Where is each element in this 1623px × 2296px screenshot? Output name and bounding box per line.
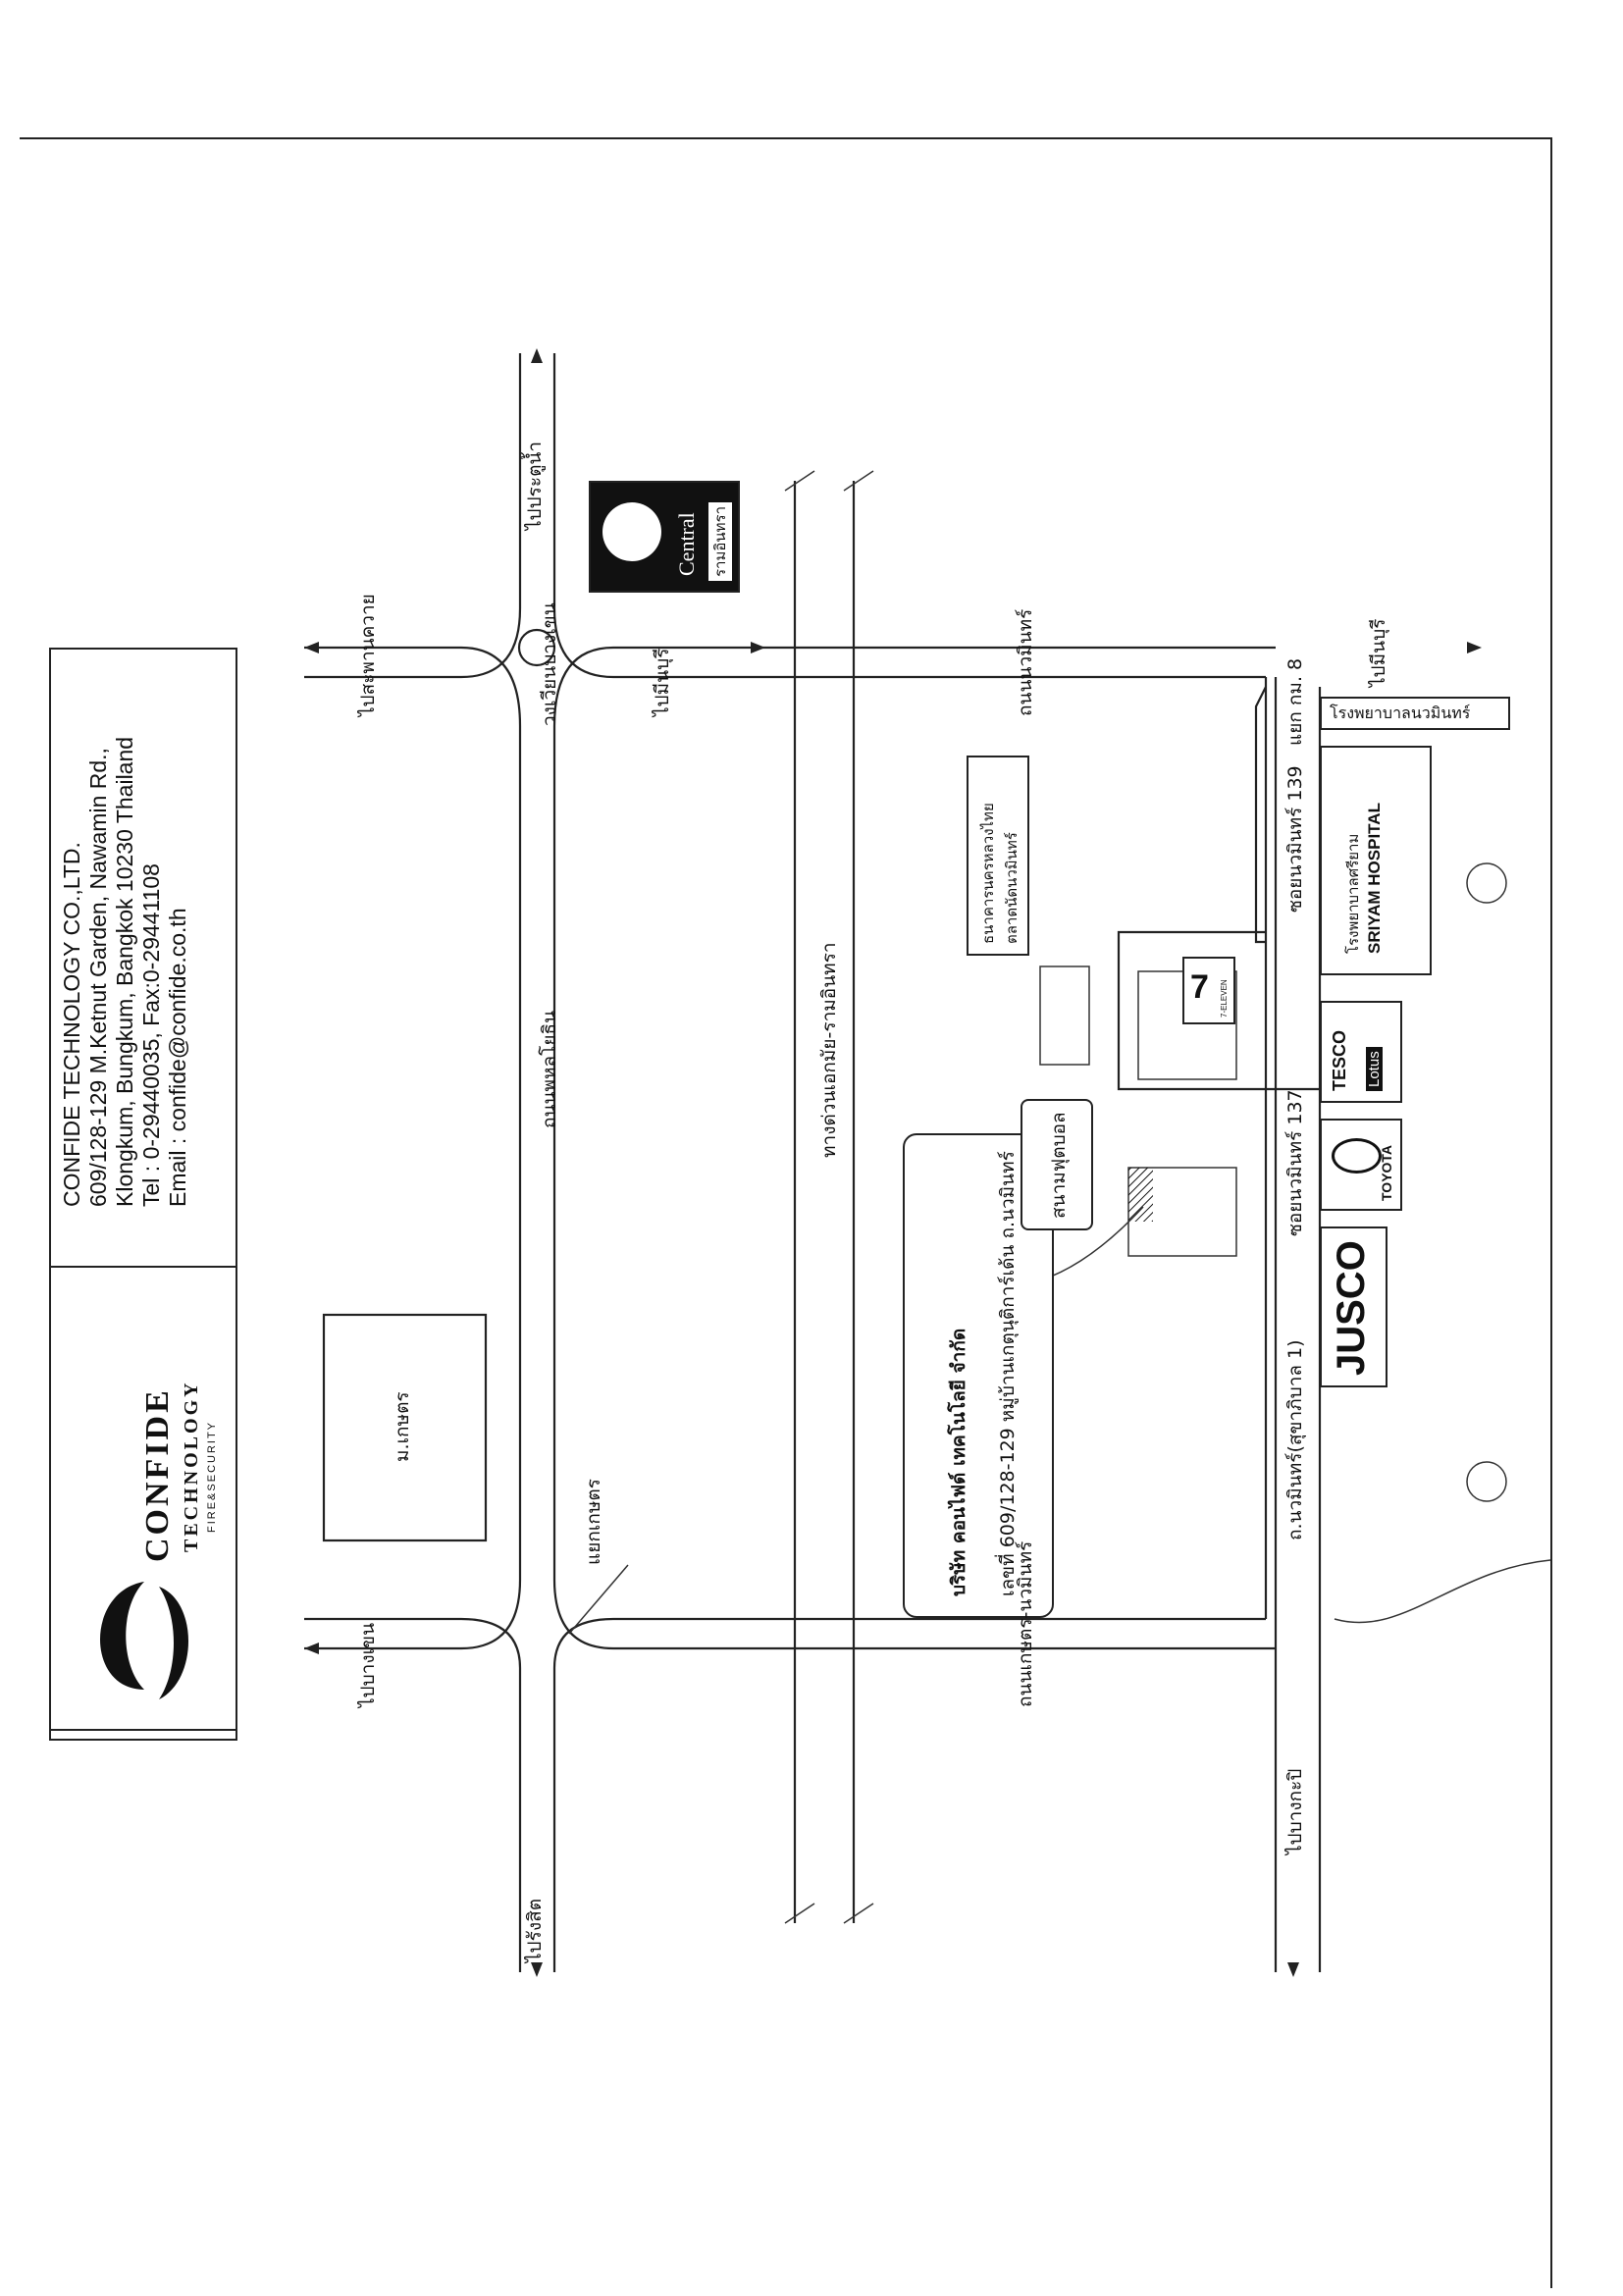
seven-eleven-icon: 7 (1190, 968, 1209, 1006)
dir-minburi: ไปมีนบุรี (1368, 618, 1389, 687)
soi-139-label: ซอยนวมินทร์ 139 (1284, 765, 1306, 913)
kaset-univ-label: ม.เกษตร (392, 1391, 413, 1462)
sriyam-th-label: โรงพยาบาลศรียาม (1345, 833, 1362, 954)
dir-bangkhen: ไปบางเขน (357, 1622, 379, 1707)
jusco-logo: JUSCO (1320, 1226, 1387, 1387)
confide-swoosh-icon (100, 1582, 188, 1699)
soi-137-label: ซอยนวมินทร์ 137 (1284, 1089, 1306, 1236)
toyota-emblem-icon (1332, 1138, 1382, 1174)
target-line1: บริษัท คอนไฟด์ เทคโนโลยี จำกัด (948, 1328, 969, 1596)
market-label: ตลาดนัดนวมินทร์ (1004, 832, 1021, 944)
lak-si-label: วงเวียนบางเขน (539, 602, 560, 726)
toyota-label: TOYOTA (1379, 1144, 1394, 1201)
phahon-label: ถนนพหลโยธิน (539, 1010, 560, 1128)
central-label: Central (674, 512, 699, 576)
arrow-left-1 (304, 642, 319, 653)
central-star-icon (602, 502, 661, 561)
tesco-label: TESCO (1330, 1029, 1349, 1091)
dir-rangsit: ไปรังสิต (524, 1898, 546, 1962)
km8-label: แยก กม. 8 (1284, 657, 1306, 746)
dir-bangkapi: ไปบางกะปิ (1284, 1768, 1306, 1854)
futsal-label: สนามฟุตบอล (1048, 1112, 1070, 1219)
bank-label: ธนาคารนครหลวงไทย (980, 803, 997, 944)
page-frame (20, 137, 1552, 2288)
jusco-label: JUSCO (1330, 1240, 1373, 1376)
sriyam-hospital-sign: โรงพยาบาลศรียาม SRIYAM HOSPITAL (1320, 746, 1432, 975)
company-logo-box: CONFIDE TECHNOLOGY FIRE&SECURITY (49, 1266, 237, 1731)
seven-eleven-label: 7-ELEVEN (1220, 979, 1229, 1018)
arrow-left-2 (304, 1643, 319, 1654)
central-sub-label: รามอินทรา (708, 502, 732, 581)
futsal-box: สนามฟุตบอล (1021, 1099, 1093, 1230)
kaset-nawamin-label-left: ถนนเกษตร-นวมินทร์ (1015, 1540, 1036, 1707)
bank-sign: ธนาคารนครหลวงไทย ตลาดนัดนวมินทร์ (967, 756, 1029, 956)
nawamin-hospital-sign: โรงพยาบาลนวมินทร์ (1320, 697, 1510, 730)
tesco-logo: TESCO Lotus (1320, 1001, 1402, 1103)
nawamin-hospital-label: โรงพยาบาลนวมินทร์ (1330, 704, 1471, 722)
seven-eleven-logo: 7 7-ELEVEN (1182, 957, 1235, 1024)
sriyam-en-label: SRIYAM HOSPITAL (1365, 803, 1384, 954)
toyota-logo: TOYOTA (1320, 1119, 1402, 1211)
nawamin-main-label: ถ.นวมินทร์(สุขาภิบาล 1) (1284, 1339, 1306, 1540)
expressway-label: ทางด่วนเอกมัย-รามอินทรา (818, 942, 840, 1158)
dir-minburi-top: ไปมีนบุรี (652, 648, 673, 716)
contact-box (49, 648, 237, 1741)
dir-saphan-khwai: ไปสะพานควาย (357, 594, 379, 716)
target-line2: เลขที่ 609/128-129 หมู่บ้านเกตุนุติการ์เ… (997, 1151, 1019, 1596)
kaset-intersection-label: แยกเกษตร (583, 1479, 604, 1565)
tesco-sub-label: Lotus (1366, 1047, 1383, 1091)
central-logo: Central รามอินทรา (589, 481, 740, 593)
kaset-nawamin-label-right: ถนนนวมินทร์ (1015, 608, 1036, 716)
dir-pratunam: ไปประตูน้ำ (524, 441, 546, 530)
